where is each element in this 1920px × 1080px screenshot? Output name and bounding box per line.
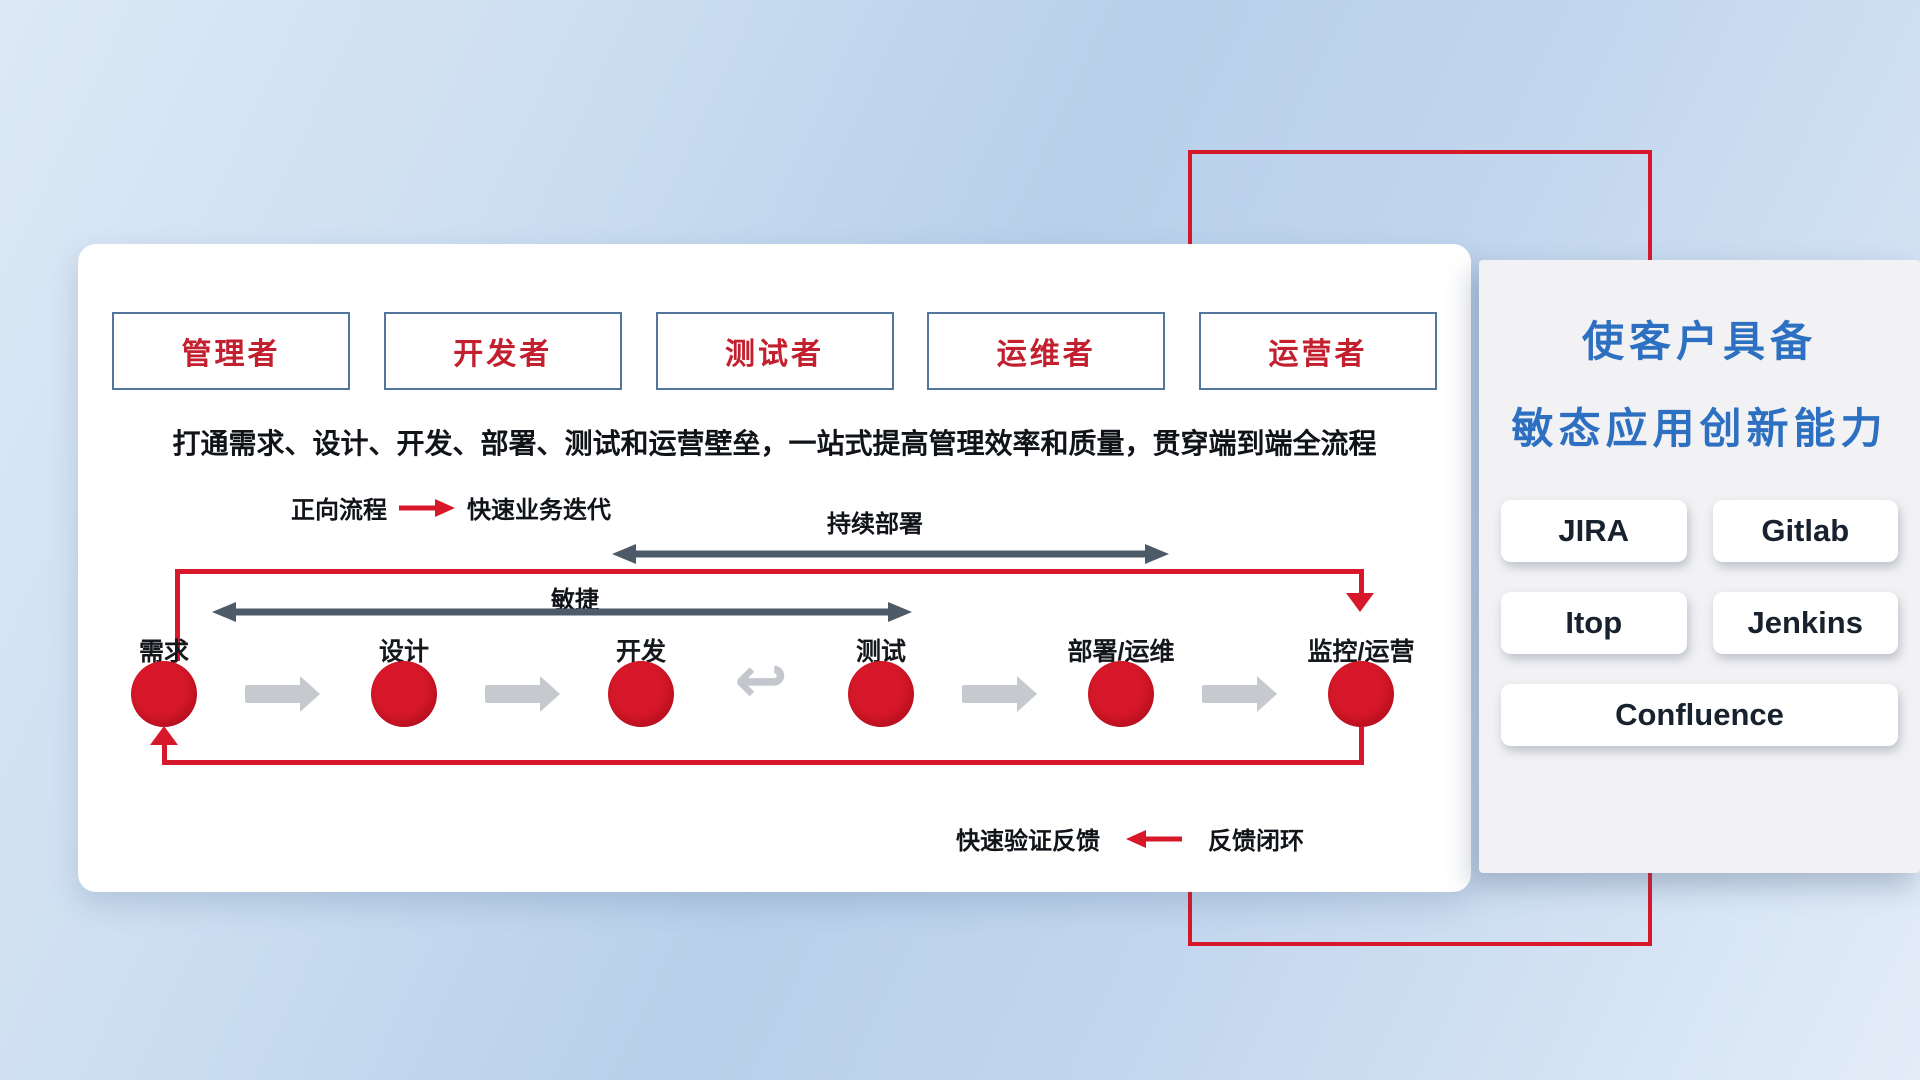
feedback-arrow-icon (1126, 829, 1182, 848)
agile-arrow-icon (212, 602, 912, 622)
tool-button-confluence[interactable]: Confluence (1501, 684, 1898, 746)
legend-feedback-label: 快速验证反馈 (956, 828, 1100, 855)
legend-forward-label: 正向流程 (291, 497, 387, 524)
loop-back-icon: ↩ (734, 644, 788, 716)
capability-panel: 使客户具备 敏态应用创新能力 JIRA Gitlab Itop Jenkins … (1479, 260, 1920, 873)
role-box-tester: 测试者 (655, 312, 894, 390)
role-label: 开发者 (453, 338, 553, 371)
stage-node-development (608, 661, 674, 727)
flow-arrow-icon (245, 676, 320, 712)
legend-forward: 正向流程 快速业务迭代 (291, 490, 611, 525)
flow-subtitle: 打通需求、设计、开发、部署、测试和运营壁垒，一站式提高管理效率和质量，贯穿端到端… (172, 428, 1377, 459)
forward-arrow-icon (399, 498, 455, 517)
forward-loop-line-left (175, 569, 180, 661)
stage-node-deploy-ops (1088, 661, 1154, 727)
panel-title-line2: 敏态应用创新能力 (1511, 405, 1888, 452)
feedback-loop-line-bottom (162, 760, 1364, 765)
tool-button-itop[interactable]: Itop (1501, 592, 1687, 654)
legend-forward-value: 快速业务迭代 (467, 497, 611, 524)
stage-node-testing (848, 661, 914, 727)
feedback-loop-line-right (1359, 727, 1364, 765)
stage-node-monitor-operate (1328, 661, 1394, 727)
legend-feedback: 快速验证反馈 反馈闭环 (956, 821, 1304, 856)
flow-arrow-icon (1202, 676, 1277, 712)
role-box-developer: 开发者 (383, 312, 622, 390)
role-label: 测试者 (725, 338, 824, 371)
tools-grid: JIRA Gitlab Itop Jenkins Confluence (1479, 500, 1920, 746)
feedback-loop-arrowhead-icon (150, 726, 178, 745)
stage-node-design (371, 661, 437, 727)
tool-button-jenkins[interactable]: Jenkins (1712, 592, 1898, 654)
continuous-deploy-arrow-icon (612, 544, 1169, 564)
devops-flow-card: 管理者 开发者 测试者 运维者 运营者 打通需求、设计、开发、部署、测试和运营壁… (78, 244, 1471, 892)
stage-node-requirements (131, 661, 197, 727)
role-label: 运营者 (1268, 338, 1368, 371)
feedback-loop-line-left (162, 744, 167, 765)
forward-loop-arrowhead-icon (1346, 593, 1374, 612)
role-label: 运维者 (996, 338, 1096, 371)
role-box-ops: 运维者 (927, 312, 1166, 390)
role-box-operator: 运营者 (1199, 312, 1437, 390)
forward-loop-line-right (1359, 569, 1364, 595)
tool-button-gitlab[interactable]: Gitlab (1712, 500, 1898, 562)
role-label: 管理者 (181, 338, 281, 371)
forward-loop-line-top (175, 569, 1364, 574)
flow-arrow-icon (485, 676, 560, 712)
legend-feedback-value: 反馈闭环 (1208, 828, 1304, 855)
role-box-manager: 管理者 (112, 312, 350, 390)
flow-arrow-icon (962, 676, 1037, 712)
continuous-deploy-label: 持续部署 (827, 511, 923, 538)
tool-button-jira[interactable]: JIRA (1501, 500, 1687, 562)
roles-row: 管理者 开发者 测试者 运维者 运营者 (112, 312, 1437, 390)
panel-title-line1: 使客户具备 (1581, 318, 1817, 365)
